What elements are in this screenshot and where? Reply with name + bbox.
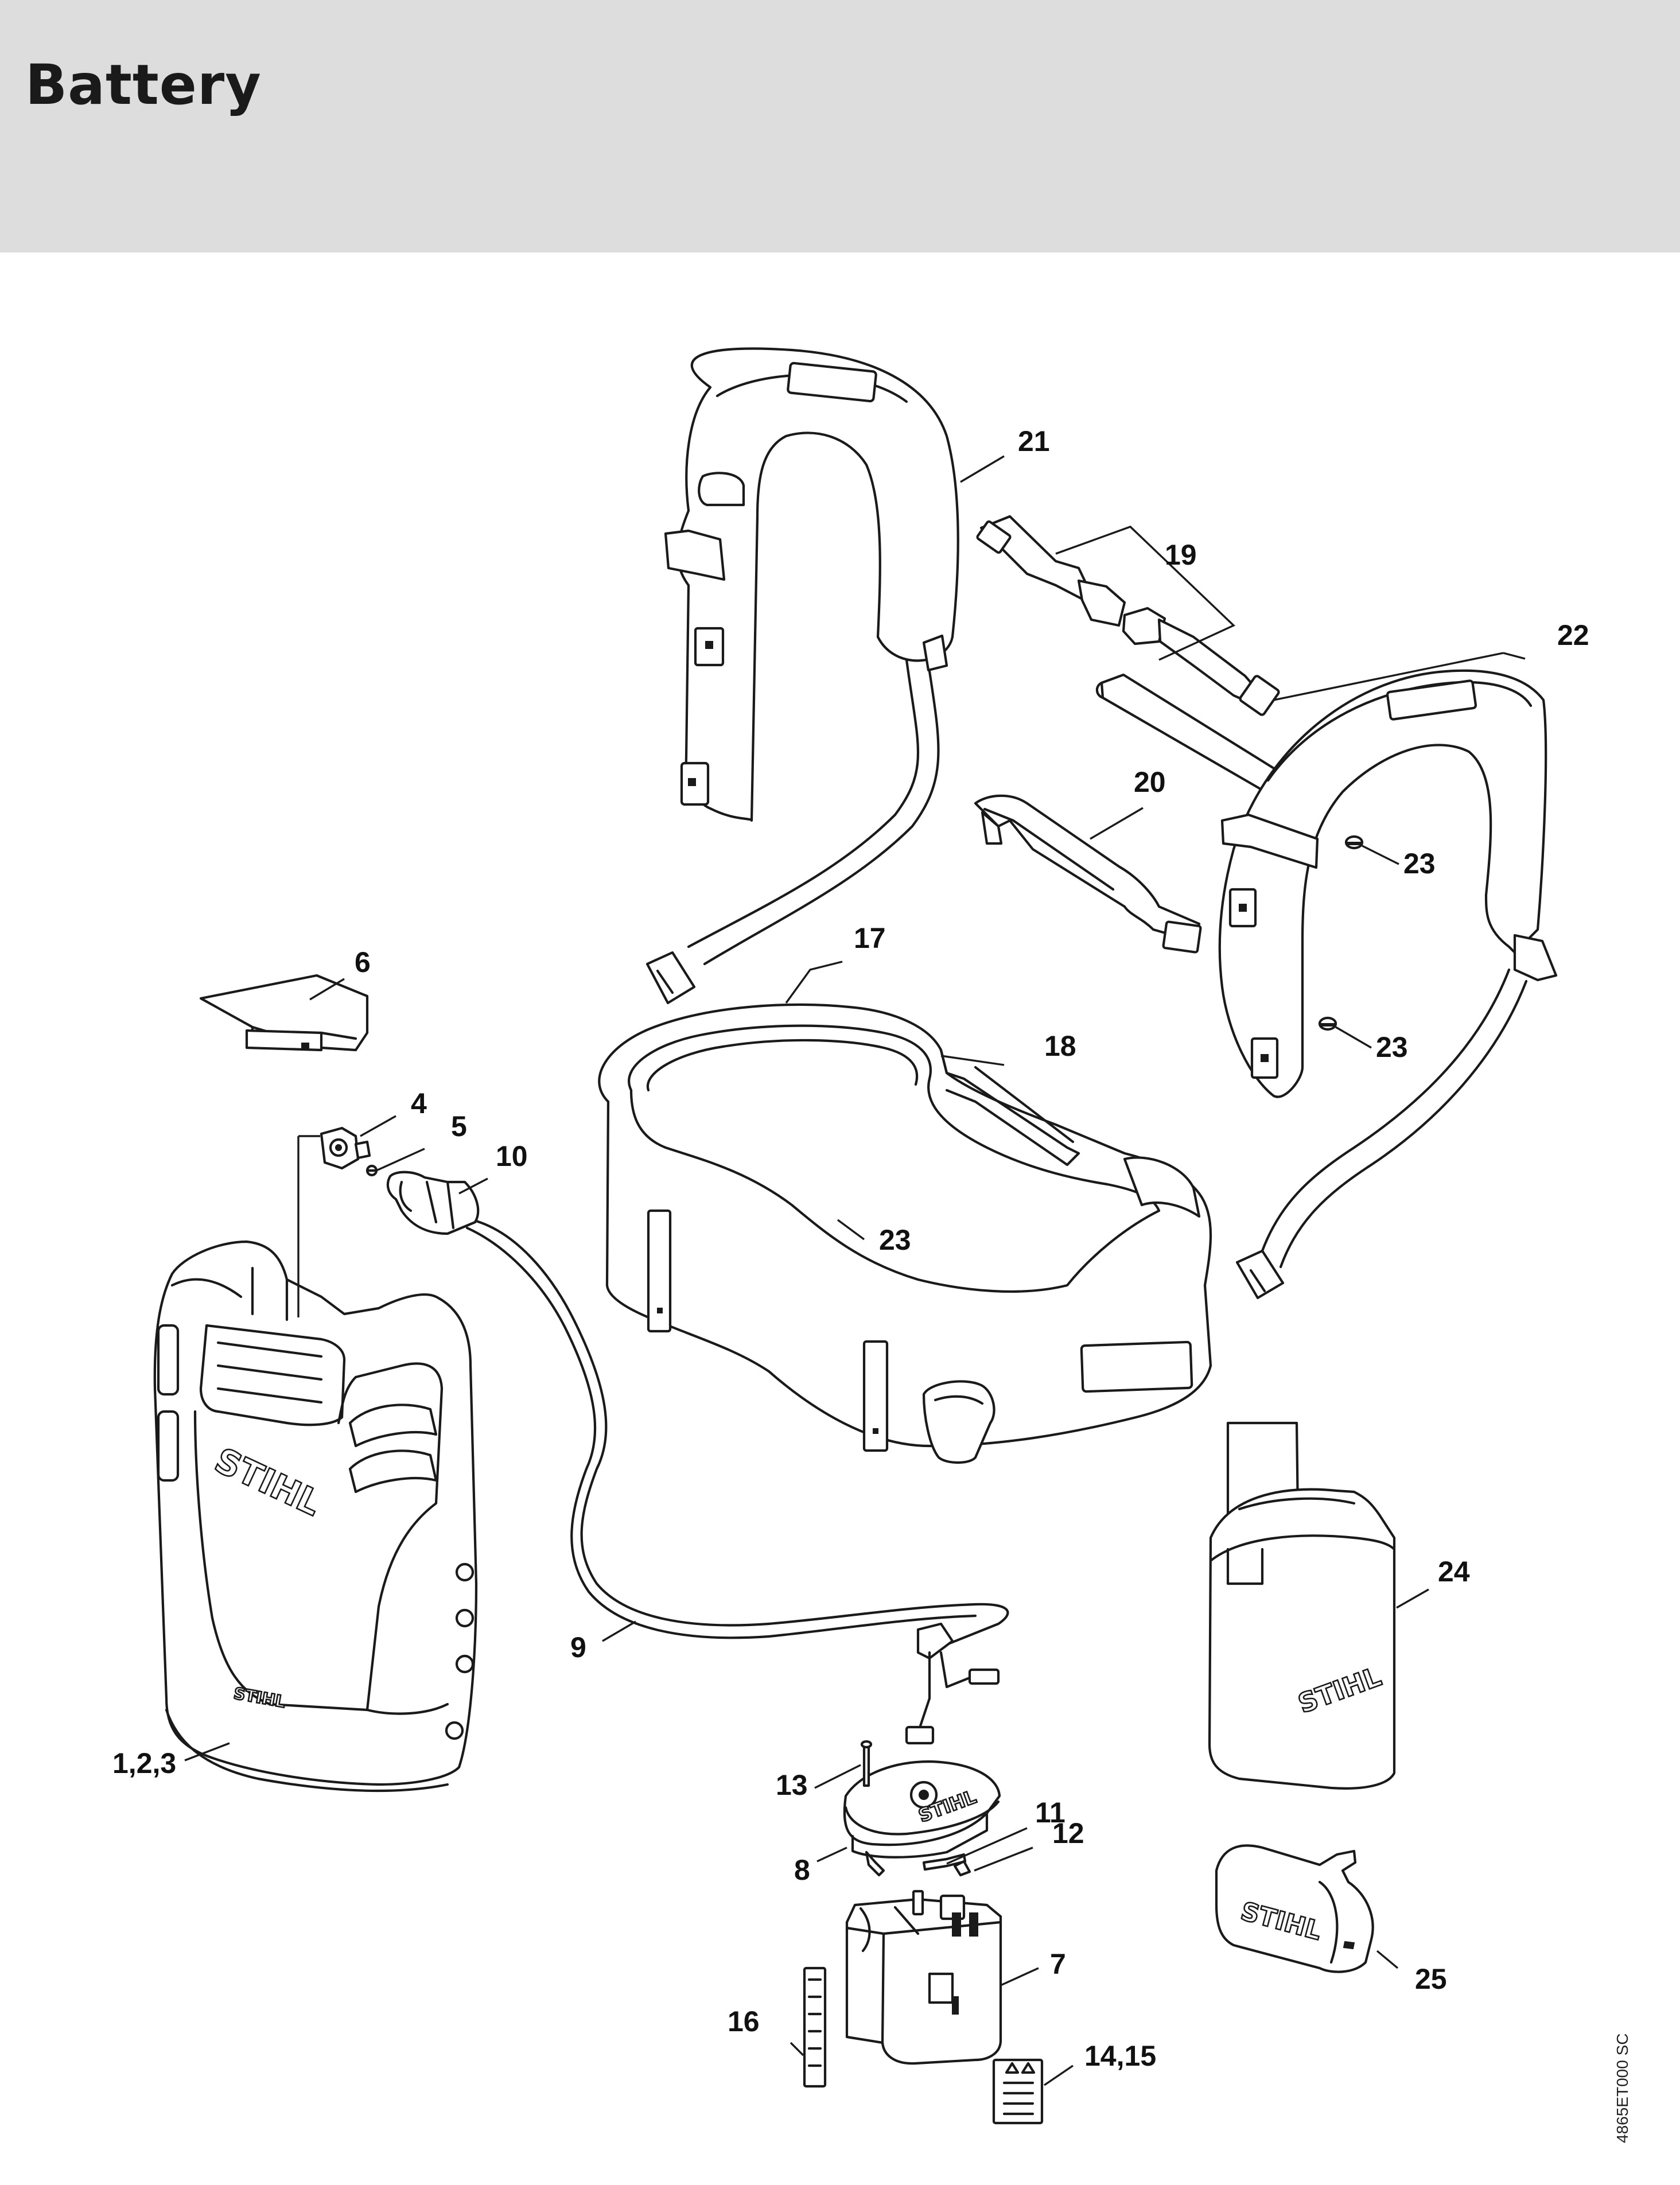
callout-23-middle: 23 <box>1376 1031 1408 1063</box>
shoulder-strap-left <box>645 347 959 1005</box>
callout-6: 6 <box>355 946 371 978</box>
callout-8: 8 <box>794 1854 810 1886</box>
carrying-handle <box>974 794 1202 954</box>
pin-12 <box>953 1860 971 1877</box>
screw-23-upper <box>1344 835 1364 850</box>
charging-socket <box>320 1126 371 1170</box>
battery-top-cap: STIHL <box>843 1760 1001 1877</box>
callout-20: 20 <box>1134 766 1166 798</box>
callout-16: 16 <box>728 2005 760 2038</box>
backpack-battery-housing: STIHL STIHL <box>153 1240 478 1792</box>
callout-12: 12 <box>1052 1817 1084 1849</box>
callout-19: 19 <box>1165 539 1197 571</box>
callout-18: 18 <box>1044 1030 1076 1062</box>
callout-21: 21 <box>1018 425 1050 457</box>
screw-13 <box>860 1740 873 1787</box>
shoulder-strap-right <box>1218 669 1558 1300</box>
label-strip <box>803 1966 827 2088</box>
callout-25: 25 <box>1415 1963 1447 1995</box>
hip-belt <box>598 1003 1212 1464</box>
callout-5: 5 <box>451 1110 467 1142</box>
callout-4: 4 <box>411 1087 427 1119</box>
leader-lines <box>184 455 1526 2086</box>
callout-24: 24 <box>1438 1556 1470 1588</box>
callout-10: 10 <box>496 1140 528 1172</box>
callout-11: 11 <box>1035 1797 1065 1829</box>
callout-9: 9 <box>570 1631 586 1663</box>
drawing-code: 4865ET000 SC <box>1613 2033 1631 2143</box>
battery-housing <box>845 1889 1002 2065</box>
callout-23-lower: 23 <box>879 1224 911 1256</box>
callout-numbers: 21 19 22 20 23 17 6 18 23 4 5 10 23 24 9… <box>112 425 1589 2072</box>
callout-14-15: 14,15 <box>1084 2040 1156 2072</box>
callout-17: 17 <box>854 922 886 954</box>
socket-screw <box>365 1164 378 1177</box>
battery-pouch: STIHL <box>1208 1421 1396 1790</box>
cable-plug <box>386 1171 480 1235</box>
callout-1-2-3: 1,2,3 <box>112 1747 176 1779</box>
callout-23-upper: 23 <box>1403 847 1436 880</box>
chest-strap <box>976 515 1280 716</box>
warning-label <box>992 2058 1044 2125</box>
callout-13: 13 <box>776 1769 808 1801</box>
connector-cover <box>199 974 369 1052</box>
battery-cover: STIHL <box>1215 1844 1374 1973</box>
page-title: Battery <box>25 53 262 117</box>
screw-23-middle <box>1318 1016 1337 1031</box>
callout-22: 22 <box>1557 619 1589 651</box>
header-band: Battery <box>0 0 1680 252</box>
callout-7: 7 <box>1050 1948 1066 1980</box>
connection-cable <box>465 1219 1009 1745</box>
